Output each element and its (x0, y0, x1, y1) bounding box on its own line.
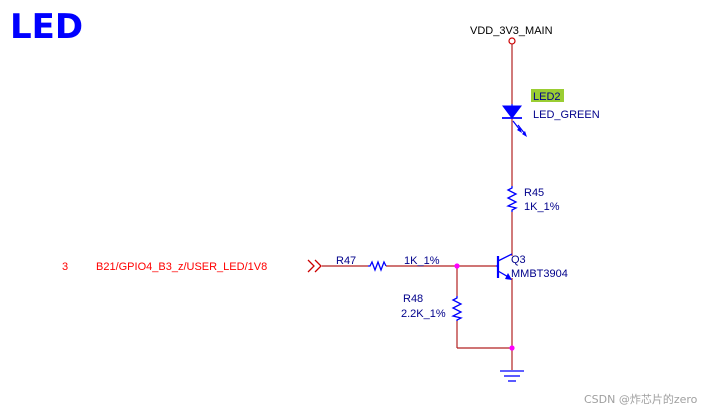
r47-resistor-symbol (368, 260, 387, 272)
r48-resistor-symbol (451, 296, 463, 321)
r47-ref-label: R47 (336, 255, 356, 267)
led-symbol (502, 104, 527, 137)
net-pin-number: 3 (62, 261, 68, 273)
page-title: LED (10, 7, 84, 47)
ground-symbol (500, 370, 524, 382)
net-name-label: B21/GPIO4_B3_z/USER_LED/1V8 (96, 261, 267, 273)
power-net-label: VDD_3V3_MAIN (470, 25, 553, 37)
wires (322, 44, 513, 370)
r48-value-label: 2.2K_1% (401, 308, 446, 320)
r45-resistor-symbol (506, 186, 518, 212)
junction-dot-base (454, 263, 460, 269)
led-value-label: LED_GREEN (533, 109, 600, 121)
led-ref-highlight (531, 89, 564, 102)
q3-value-label: MMBT3904 (511, 268, 568, 280)
off-sheet-connector (307, 259, 322, 273)
q3-transistor-symbol (496, 253, 513, 280)
led-ref-label: LED2 (533, 91, 561, 103)
r45-ref-label: R45 (524, 187, 544, 199)
r45-value-label: 1K_1% (524, 201, 560, 213)
power-port-symbol (508, 37, 516, 45)
r47-value-label: 1K_1% (404, 255, 440, 267)
watermark-text: CSDN @炸芯片的zero (584, 392, 698, 406)
junction-dot-gnd (509, 345, 515, 351)
q3-ref-label: Q3 (511, 254, 526, 266)
r48-ref-label: R48 (403, 293, 423, 305)
